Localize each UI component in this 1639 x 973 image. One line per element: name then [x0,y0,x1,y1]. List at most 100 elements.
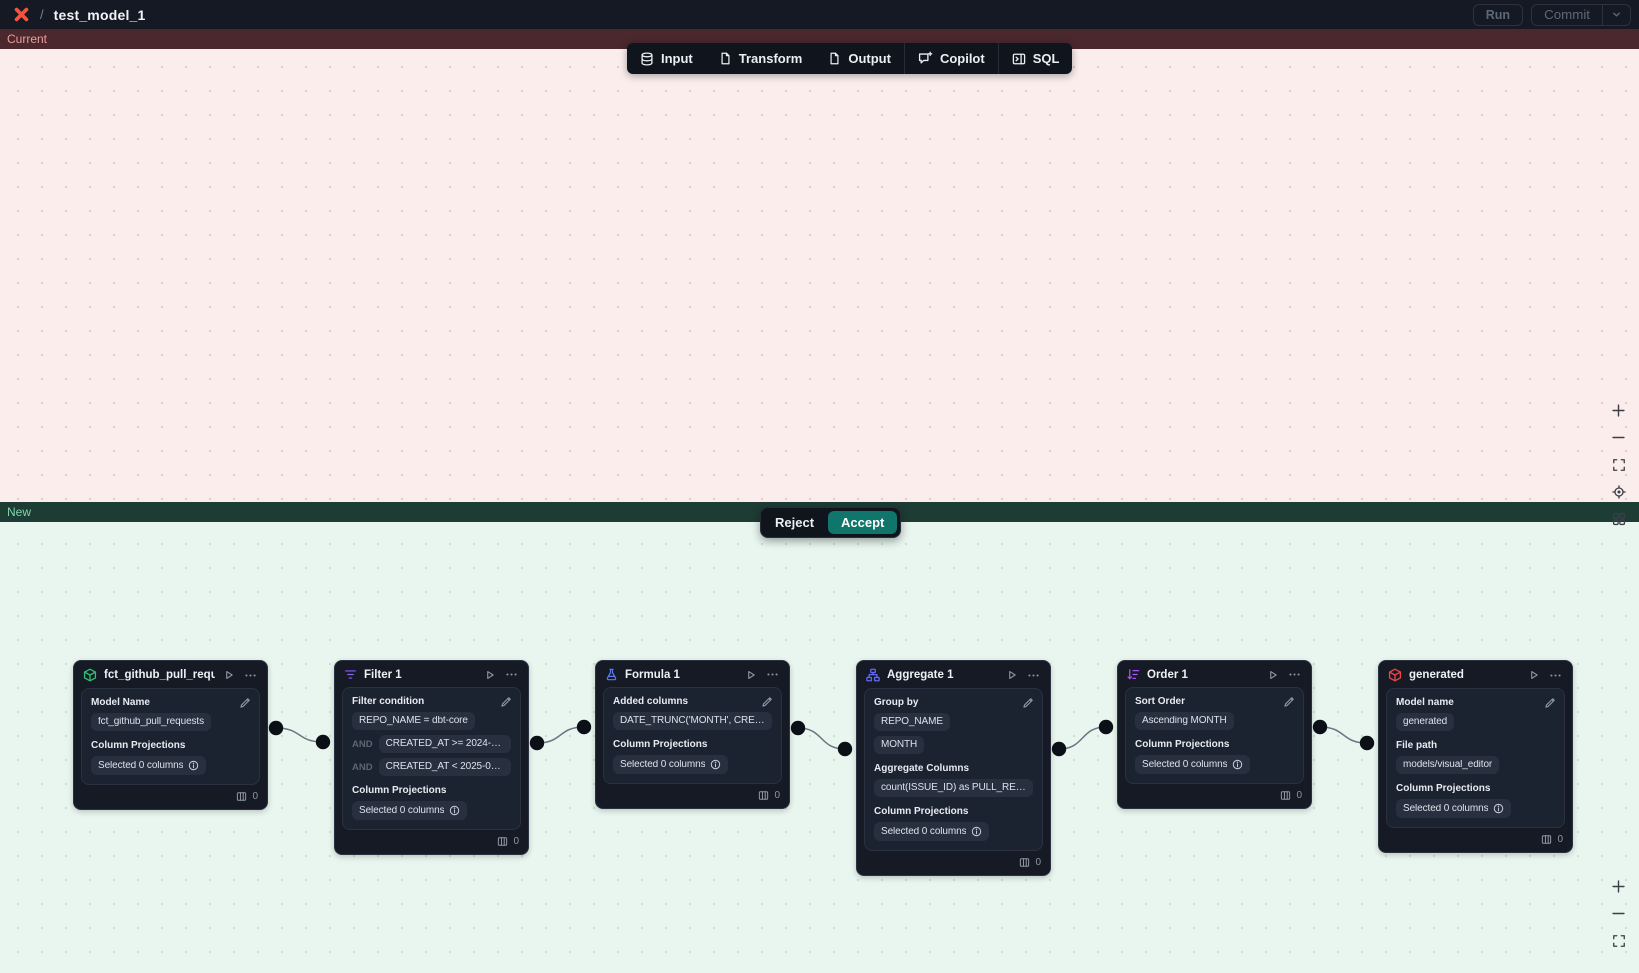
toolbar-item-sql[interactable]: SQL [999,43,1073,74]
locate-icon [1611,484,1626,499]
commit-split-button: Commit [1531,3,1631,26]
expand-button[interactable] [1610,932,1627,949]
table-icon [1019,857,1030,868]
toolbar-item-transform[interactable]: Transform [706,43,816,74]
run-node-button[interactable] [744,669,758,681]
input-port[interactable] [837,741,853,757]
node-footer: 0 [596,784,789,808]
pill-text: CREATED_AT < 2025-03-01 [385,762,504,772]
output-port[interactable] [1312,719,1328,735]
section-row: Selected 0 columns [874,822,1033,841]
node-title: Aggregate 1 [887,669,954,681]
value-pill[interactable]: REPO_NAME = dbt-core [352,712,475,730]
value-pill[interactable]: CREATED_AT < 2025-03-01 [378,758,511,776]
node-menu-button[interactable] [243,669,258,682]
commit-dropdown-button[interactable] [1602,4,1630,25]
value-pill[interactable]: Selected 0 columns [91,756,207,775]
locate-button[interactable] [1610,483,1627,500]
info-icon [971,826,982,837]
run-node-button[interactable] [1527,669,1541,681]
section-row: REPO_NAME [874,713,1033,731]
edit-pencil-icon[interactable] [761,696,773,711]
input-port[interactable] [315,734,331,750]
section-label: Model Name [91,697,150,708]
output-port[interactable] [268,720,284,736]
edit-pencil-icon[interactable] [1283,696,1295,711]
value-pill[interactable]: Selected 0 columns [613,755,729,774]
minus-button[interactable] [1610,905,1627,922]
input-port[interactable] [1359,735,1375,751]
input-port[interactable] [1098,719,1114,735]
output-port[interactable] [529,735,545,751]
new-canvas[interactable]: fct_github_pull_requestsModel Namefct_gi… [0,522,1639,973]
plus-button[interactable] [1610,878,1627,895]
value-pill[interactable]: Selected 0 columns [874,822,990,841]
node-title: Filter 1 [364,668,402,681]
expand-button[interactable] [1610,456,1627,473]
toolbar-item-output[interactable]: Output [815,43,904,74]
run-node-button[interactable] [483,669,497,681]
value-pill[interactable]: CREATED_AT >= 2024-12-01 [378,735,511,753]
value-pill[interactable]: REPO_NAME [874,713,950,731]
value-pill[interactable]: generated [1396,713,1455,731]
node-menu-button[interactable] [1287,668,1302,681]
accept-button[interactable]: Accept [828,511,898,534]
value-pill[interactable]: Selected 0 columns [1396,799,1512,818]
toolbar-item-input[interactable]: Input [627,43,706,74]
plus-button[interactable] [1610,402,1627,419]
output-port[interactable] [1051,741,1067,757]
commit-button[interactable]: Commit [1532,5,1602,25]
value-pill[interactable]: count(ISSUE_ID) as PULL_REQUEST_… [874,779,1033,797]
current-canvas[interactable] [0,49,1639,525]
output-port[interactable] [790,720,806,736]
section-row: DATE_TRUNC('MONTH', CREATED_AT… [613,712,772,730]
value-pill[interactable]: Ascending MONTH [1135,712,1234,730]
grid-button[interactable] [1610,510,1627,527]
edit-pencil-icon[interactable] [500,696,512,711]
value-pill[interactable]: fct_github_pull_requests [91,713,212,731]
node-footer: 0 [335,830,528,854]
value-pill[interactable]: MONTH [874,736,925,754]
node-menu-button[interactable] [1026,669,1041,682]
value-pill[interactable]: Selected 0 columns [1135,755,1251,774]
node-fct_github_pull_requests[interactable]: fct_github_pull_requestsModel Namefct_gi… [73,660,268,810]
edit-pencil-icon[interactable] [239,697,251,712]
value-pill[interactable]: DATE_TRUNC('MONTH', CREATED_AT… [613,712,772,730]
run-button[interactable]: Run [1472,3,1524,26]
node-menu-button[interactable] [1548,669,1563,682]
run-node-button[interactable] [1266,669,1280,681]
value-pill[interactable]: models/visual_editor [1396,756,1500,774]
database-icon [640,51,654,66]
input-port[interactable] [576,719,592,735]
reject-button[interactable]: Reject [764,511,825,534]
run-node-button[interactable] [1005,669,1019,681]
edit-pencil-icon[interactable] [1022,697,1034,712]
value-pill[interactable]: Selected 0 columns [352,801,468,820]
run-node-button[interactable] [222,669,236,681]
commit-button-label: Commit [1544,7,1590,22]
minus-button[interactable] [1610,429,1627,446]
row-count: 0 [1035,857,1041,868]
edit-pencil-icon[interactable] [1544,697,1556,712]
section-row: Selected 0 columns [613,755,772,774]
node-menu-button[interactable] [504,668,519,681]
new-band-label: New [7,505,32,519]
cube-icon [1388,668,1402,682]
current-band-label: Current [7,32,48,46]
current-canvas-controls [1610,402,1627,527]
row-count: 0 [1296,790,1302,801]
node-menu-button[interactable] [765,668,780,681]
dbt-logo[interactable] [13,6,30,23]
breadcrumb-separator: / [40,7,44,22]
toolbar-item-copilot[interactable]: Copilot [905,43,998,74]
